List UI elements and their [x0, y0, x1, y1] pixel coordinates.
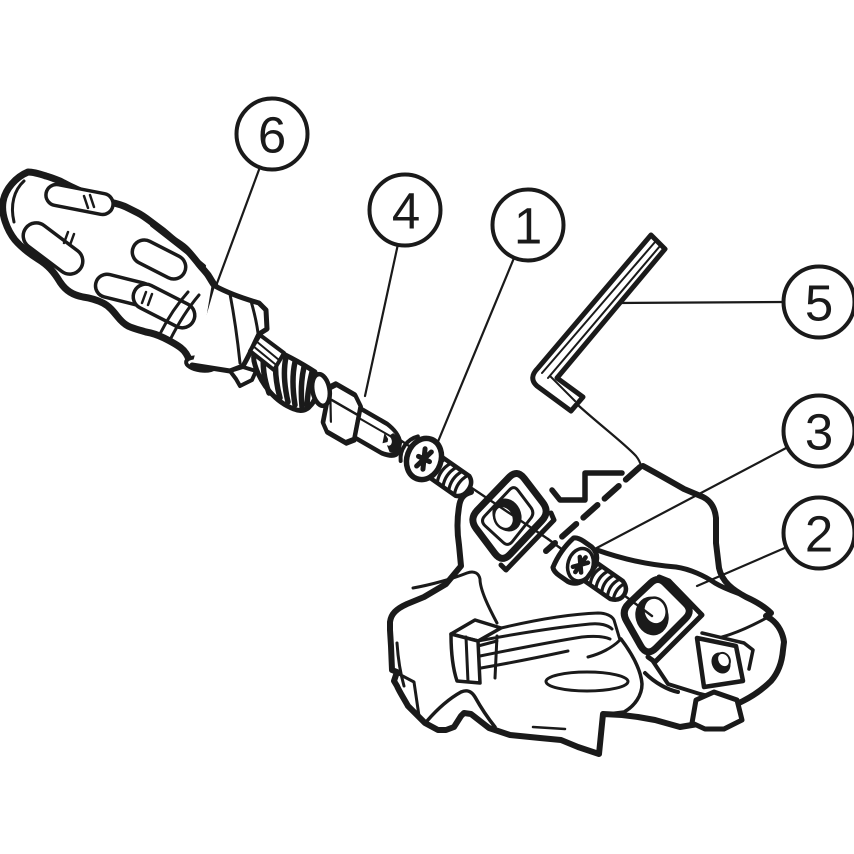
svg-text:5: 5	[805, 274, 833, 331]
svg-text:3: 3	[805, 403, 833, 460]
svg-text:2: 2	[805, 505, 833, 562]
svg-text:4: 4	[392, 182, 420, 239]
svg-text:6: 6	[258, 106, 286, 163]
svg-text:1: 1	[514, 197, 542, 254]
